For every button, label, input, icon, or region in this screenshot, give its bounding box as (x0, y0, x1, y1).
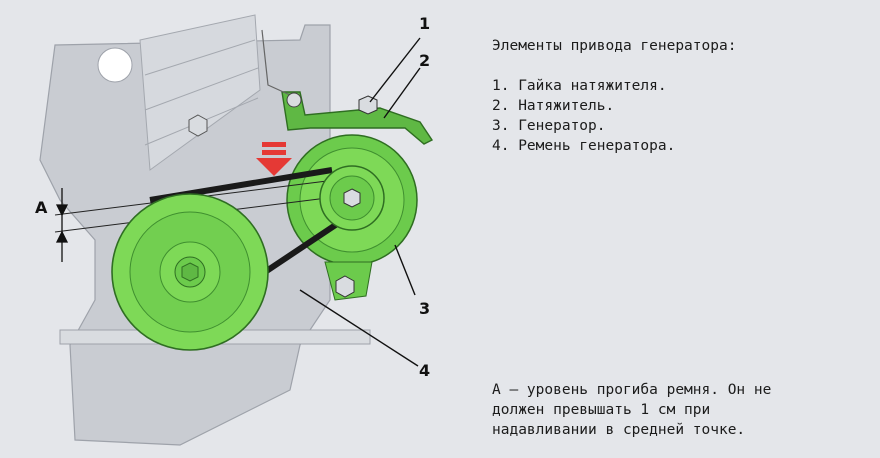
callout-a: A (35, 198, 48, 217)
deflection-note: А — уровень прогиба ремня. Он не должен … (492, 380, 872, 440)
press-arrow (256, 142, 292, 176)
note-line-2: должен превышать 1 см при (492, 402, 711, 418)
legend-item-4: 4. Ремень генератора. (492, 138, 676, 154)
note-line-1: А — уровень прогиба ремня. Он не (492, 382, 772, 398)
callout-4: 4 (419, 361, 431, 380)
legend-item-1: 1. Гайка натяжителя. (492, 78, 667, 94)
bracket-bolt (286, 92, 302, 108)
leader-lines (299, 37, 421, 367)
note-line-3: надавливании в средней точке. (492, 422, 746, 438)
tensioner-bracket (281, 91, 434, 145)
engine-panel (139, 14, 261, 171)
callout-3: 3 (419, 299, 431, 318)
tensioner-nut (358, 95, 378, 115)
hex-bolt (188, 114, 208, 137)
belt-drive-diagram (39, 14, 434, 446)
deflection-dimension (55, 188, 69, 262)
mount-hole (97, 47, 133, 83)
callout-2: 2 (419, 51, 431, 70)
legend-title: Элементы привода генератора: (492, 38, 737, 54)
legend-item-2: 2. Натяжитель. (492, 98, 615, 114)
legend: Элементы привода генератора: 1. Гайка на… (492, 38, 736, 156)
callout-1: 1 (419, 14, 431, 33)
legend-item-3: 3. Генератор. (492, 118, 606, 134)
